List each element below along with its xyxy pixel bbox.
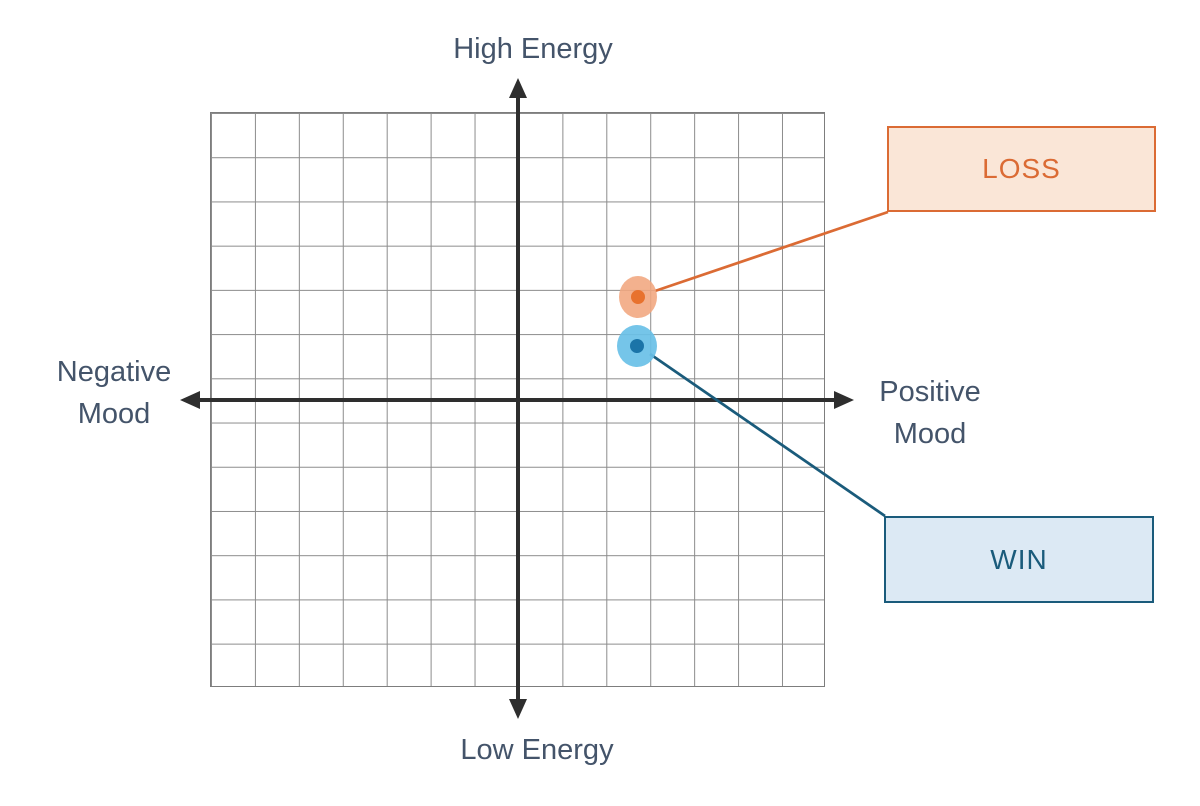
win-leader-line [649,352,886,518]
win-callout-label: WIN [990,543,1048,575]
win-callout: WIN [884,516,1154,603]
label-high-energy: High Energy [453,33,613,65]
loss-point [631,290,645,304]
arrow-up-icon [509,78,527,98]
loss-leader-line [654,210,889,293]
label-negative-mood: Negative Mood [56,356,172,430]
arrow-right-icon [834,391,854,409]
label-low-energy: Low Energy [460,734,614,766]
arrow-down-icon [509,699,527,719]
arrow-left-icon [180,391,200,409]
win-point [630,339,644,353]
loss-callout: LOSS [887,126,1156,212]
loss-callout-label: LOSS [982,153,1061,184]
label-positive-mood: Positive Mood [879,376,981,450]
